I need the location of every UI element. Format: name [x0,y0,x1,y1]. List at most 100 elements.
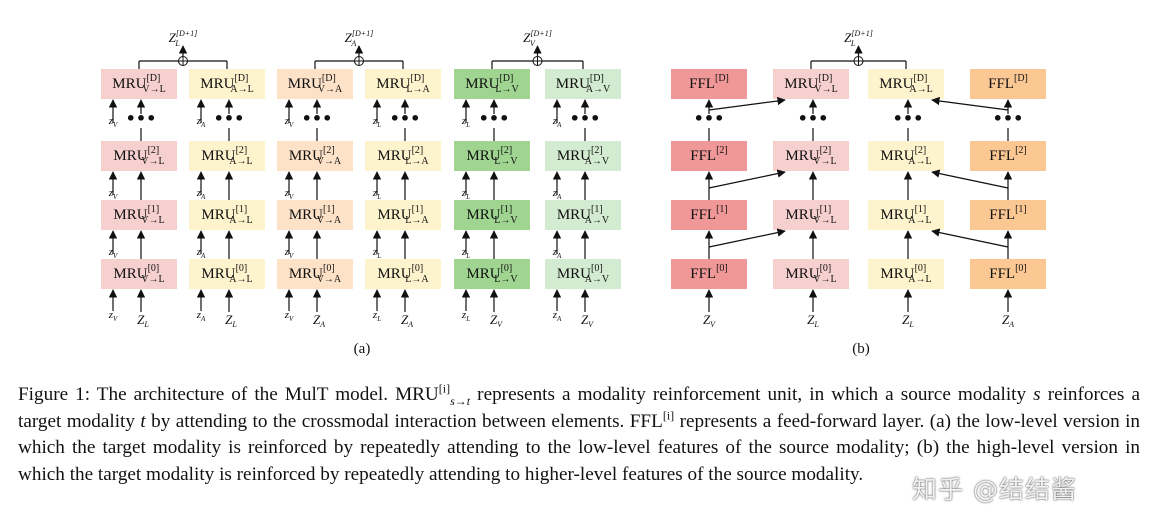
cross-arrow [708,169,786,189]
cross-arrow [931,96,1009,111]
mru-label: MRU[1]V→L [113,204,164,226]
source-input-label: zL [461,246,470,260]
ellipsis: ••• [126,109,157,128]
mru-label: MRU[1]V→L [785,204,836,226]
mru-label: MRU[0]A→V [557,263,610,285]
panel-b-high-level: FFL[D]FFL[2]•••FFL[1]FFL[0]ZVMRU[D]V→LMR… [671,29,1046,329]
mru-box [365,259,441,289]
mru-label: MRU[0]V→L [113,263,164,285]
mru-box [277,259,353,289]
mru-label: MRU[D]A→L [200,73,253,95]
ellipsis: ••• [694,109,725,128]
cross-arrow [708,96,786,111]
mru-group-0: MRU[D]V→LzVMRU[2]V→LzV•••MRU[1]V→LzVMRU[… [101,29,265,329]
mru-label: MRU[2]A→L [201,145,252,167]
mru-label: MRU[1]A→L [201,204,252,226]
mru-box [277,69,353,99]
mru-label: MRU[2]L→V [466,145,518,167]
mru-box [454,200,530,230]
ffl-label: FFL[2] [690,145,728,164]
mru-label: MRU[1]L→A [377,204,429,226]
ffl-label: FFL[0] [690,263,728,282]
b-column-1: MRU[D]V→LMRU[2]V→L•••MRU[1]V→LMRU[0]V→LZ… [773,69,849,329]
sum-node-icon [178,56,188,66]
ffl-box [671,69,747,99]
target-input-label: ZA [313,312,325,329]
target-input-label: ZL [225,312,237,329]
caption-mru-sub: s→t [450,393,471,408]
b-column-3: FFL[D]FFL[2]•••FFL[1]FFL[0]ZA [970,69,1046,329]
mru-label: MRU[2]A→V [557,145,610,167]
input-label: ZV [703,312,716,329]
mru-box [189,69,265,99]
target-input-label: ZV [581,312,594,329]
mru-label: MRU[1]V→A [289,204,342,226]
ffl-box [970,141,1046,171]
source-input-label: zV [108,115,118,129]
mru-box [773,200,849,230]
mru-label: MRU[D]L→A [376,73,430,95]
mru-box [101,69,177,99]
mru-box [773,69,849,99]
output-label: Z[D+1]L [844,29,873,48]
mru-group-1: MRU[D]V→AzVMRU[2]V→AzV•••MRU[1]V→AzVMRU[… [277,29,441,329]
ffl-box [671,141,747,171]
caption-ffl-sup: [i] [662,408,675,423]
output-label: Z[D+1]A [345,29,374,48]
mru-label: MRU[1]A→L [880,204,931,226]
mru-label: MRU[D]V→A [288,73,343,95]
mru-box [101,259,177,289]
cross-arrow [931,169,1009,189]
mru-label: MRU[1]A→V [557,204,610,226]
watermark: 知乎 @结结酱 [912,475,1077,504]
source-input-label: zL [461,115,470,129]
output-label: Z[D+1]L [169,29,198,48]
ffl-label: FFL[D] [689,73,729,92]
caption-mru-sup: [i] [438,381,451,396]
mru-box [868,259,944,289]
ellipsis: ••• [993,109,1024,128]
mru-box [454,69,530,99]
mru-label: MRU[D]V→L [784,73,837,95]
target-input-label: ZA [401,312,413,329]
caption-mru: MRU [395,384,439,405]
ffl-box [970,69,1046,99]
mru-box [454,141,530,171]
source-input-label: zA [552,115,562,129]
ffl-box [970,200,1046,230]
source-input-label: zA [196,115,206,129]
ellipsis: ••• [570,109,601,128]
mru-box [868,69,944,99]
ffl-box [671,259,747,289]
mru-box [868,200,944,230]
mru-label: MRU[0]L→A [377,263,429,285]
cross-arrow [708,228,786,248]
source-input-label: zV [284,246,294,260]
mru-label: MRU[2]V→L [113,145,164,167]
mru-label: MRU[1]L→V [466,204,518,226]
sum-node-icon [354,56,364,66]
mru-label: MRU[2]V→A [289,145,342,167]
architecture-figure: MRU[D]V→L zV MRU[2]V→L zV ••• MRU[1]V→L zV MRU[… [101,29,1046,357]
ffl-label: FFL[D] [988,73,1028,92]
ellipsis: ••• [390,109,421,128]
input-label: ZL [807,312,819,329]
caption-part-4: by attending to the crossmodal interacti… [145,410,663,432]
source-input-label: zV [284,115,294,129]
ffl-label: FFL[0] [989,263,1027,282]
mru-box [277,200,353,230]
source-input-label: zA [552,187,562,201]
source-input-label: zL [372,246,381,260]
mru-box [545,141,621,171]
mru-box [189,141,265,171]
panel-a-label: (a) [354,341,371,357]
caption-part-1: Figure 1: The architecture of the MulT m… [18,384,396,405]
input-label: ZA [1002,312,1014,329]
source-input-label: zL [372,309,381,323]
mru-label: MRU[2]A→L [880,145,931,167]
source-input-label: zA [552,309,562,323]
source-input-label: zV [108,187,118,201]
mru-box [277,141,353,171]
mru-label: MRU[0]A→L [880,263,931,285]
ffl-label: FFL[2] [989,145,1027,164]
